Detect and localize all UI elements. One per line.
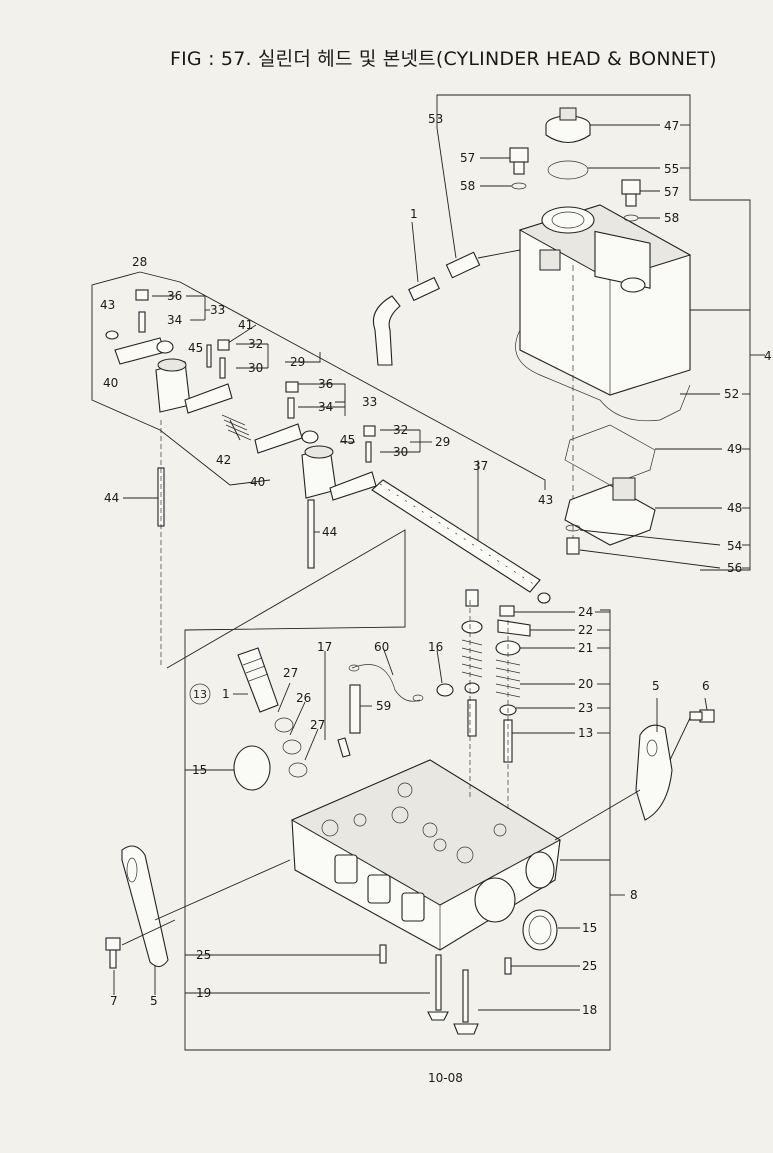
callout: 32 [393, 423, 408, 437]
callout: 4 [764, 349, 772, 363]
callout: 28 [132, 255, 147, 269]
callout: 32 [248, 337, 263, 351]
bonnet-assembly [372, 94, 765, 571]
callout: 30 [248, 361, 263, 375]
callout: 45 [340, 433, 355, 447]
callout: 17 [317, 640, 332, 654]
callout-labels: 1 4 5 5 6 7 8 13 1 13 15 15 16 17 18 19 … [100, 112, 772, 1017]
callout: 27 [310, 718, 325, 732]
callout: 55 [664, 162, 679, 176]
callout: 29 [290, 355, 305, 369]
callout: 1 [222, 687, 230, 701]
callout: 24 [578, 605, 593, 619]
callout: 47 [664, 119, 679, 133]
callout: 53 [428, 112, 443, 126]
callout: 13 [578, 726, 593, 740]
callout: 43 [538, 493, 553, 507]
callout: 27 [283, 666, 298, 680]
callout: 8 [630, 888, 638, 902]
callout: 19 [196, 986, 211, 1000]
callout: 56 [727, 561, 742, 575]
callout: 1 [410, 207, 418, 221]
callout: 20 [578, 677, 593, 691]
callout: 44 [104, 491, 119, 505]
callout: 45 [188, 341, 203, 355]
engine-hanger-right [635, 724, 673, 821]
callout: 30 [393, 445, 408, 459]
callout: 25 [582, 959, 597, 973]
callout: 15 [192, 763, 207, 777]
bolt-57-right [621, 179, 641, 195]
callout: 36 [167, 289, 182, 303]
rocker-shaft [371, 479, 541, 593]
baffle-plate [564, 484, 656, 546]
callout: 33 [210, 303, 225, 317]
callout: 43 [100, 298, 115, 312]
callout: 16 [428, 640, 443, 654]
callout: 41 [238, 318, 253, 332]
callout: 34 [167, 313, 182, 327]
bonnet-gasket [515, 329, 691, 422]
callout: 44 [322, 525, 337, 539]
cylinder-head-assembly [105, 529, 715, 1051]
push-rod-right [307, 499, 315, 569]
callout: 26 [296, 691, 311, 705]
callout: 15 [582, 921, 597, 935]
callout: 6 [702, 679, 710, 693]
callout: 36 [318, 377, 333, 391]
oil-filler-port [541, 206, 595, 234]
callout: 21 [578, 641, 593, 655]
callout: 49 [727, 442, 742, 456]
callout: 5 [652, 679, 660, 693]
callout: 7 [110, 994, 118, 1008]
bolt-57-left [509, 147, 529, 163]
rocker-arm-assembly [91, 271, 551, 668]
callout: 37 [473, 459, 488, 473]
breather-pipe [445, 251, 481, 279]
callout: 57 [460, 151, 475, 165]
callout-circle [189, 683, 211, 705]
gasket-49 [564, 424, 656, 486]
leader-lines [480, 124, 750, 569]
expansion-plug-right [522, 909, 558, 951]
callout: 54 [727, 539, 742, 553]
injection-nozzle [237, 647, 279, 713]
valve-18 [462, 969, 469, 1023]
callout: 25 [196, 948, 211, 962]
callout: 40 [103, 376, 118, 390]
callout: 40 [250, 475, 265, 489]
callout: 22 [578, 623, 593, 637]
breather-hose [372, 295, 401, 366]
callout: 59 [376, 699, 391, 713]
callout: 58 [664, 211, 679, 225]
callout: 23 [578, 701, 593, 715]
callout: 34 [318, 400, 333, 414]
callout: 52 [724, 387, 739, 401]
callout: 29 [435, 435, 450, 449]
callout: 13 [193, 688, 207, 701]
page-number: 10-08 [428, 1071, 463, 1085]
valve-19 [435, 954, 442, 1011]
callout: 18 [582, 1003, 597, 1017]
callout: 33 [362, 395, 377, 409]
glow-plug [349, 684, 361, 734]
callout: 60 [374, 640, 389, 654]
callout: 57 [664, 185, 679, 199]
callout: 42 [216, 453, 231, 467]
expansion-plug-left [233, 745, 271, 791]
callout: 48 [727, 501, 742, 515]
callout: 58 [460, 179, 475, 193]
figure-title: FIG : 57. 실린더 헤드 및 본넷트(CYLINDER HEAD & B… [170, 48, 717, 70]
engine-hanger-left [121, 845, 169, 968]
callout: 5 [150, 994, 158, 1008]
